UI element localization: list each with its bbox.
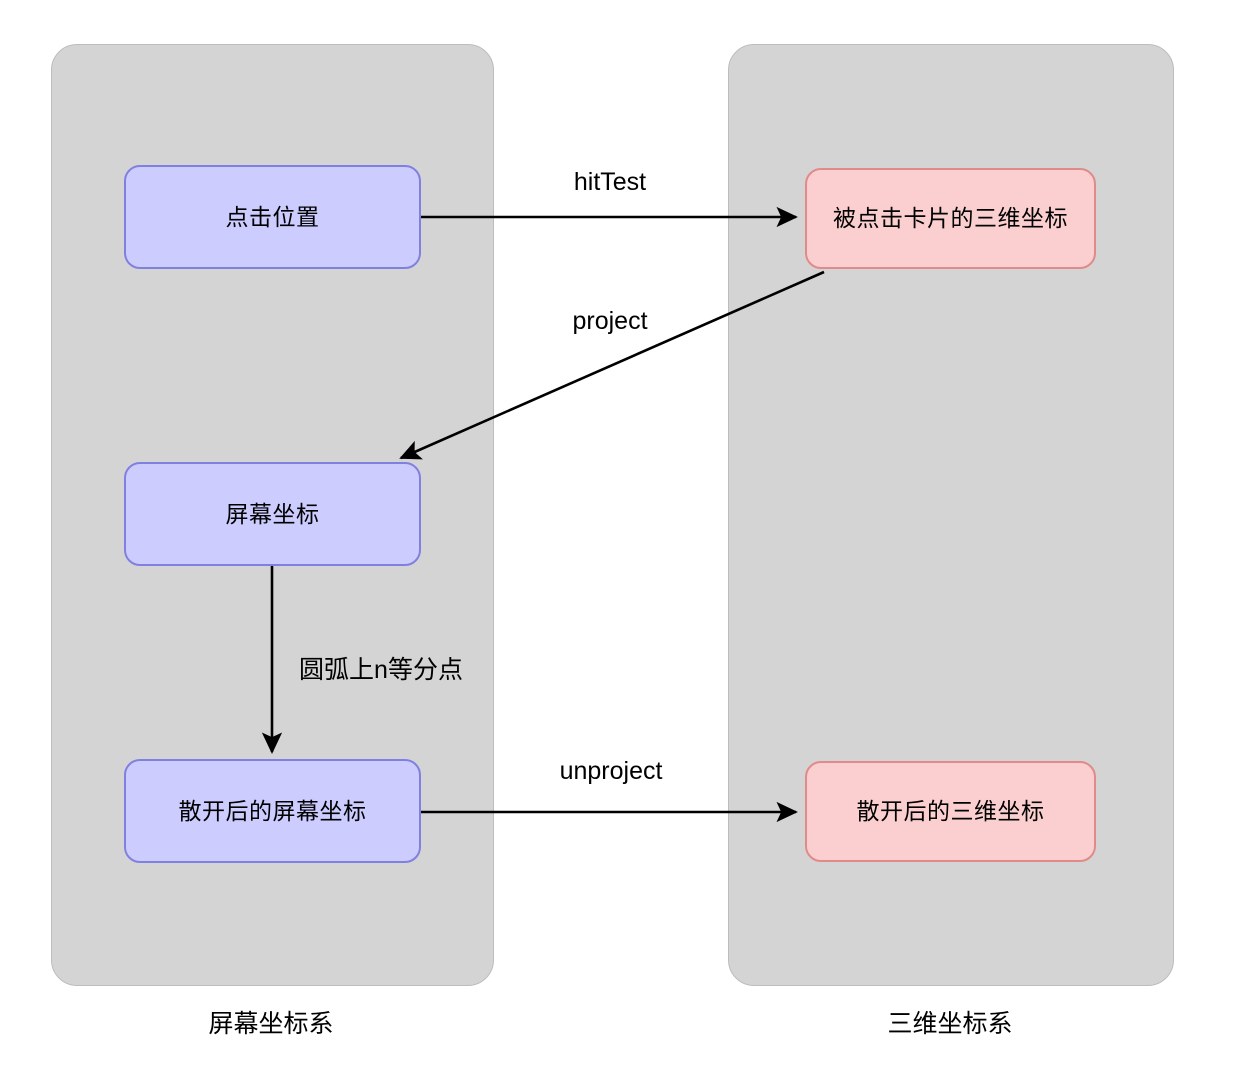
edge-label-hittest: hitTest xyxy=(573,168,647,196)
edge-label-arc-n-equal-points: 圆弧上n等分点 xyxy=(299,656,463,684)
node-spread-3d-coordinate[interactable]: 散开后的三维坐标 xyxy=(805,761,1096,862)
node-clicked-card-3d-coordinate[interactable]: 被点击卡片的三维坐标 xyxy=(805,168,1096,269)
edge-label-project: project xyxy=(572,307,648,335)
node-click-position[interactable]: 点击位置 xyxy=(124,165,421,269)
edge-label-unproject: unproject xyxy=(559,757,663,785)
caption-screen-coordinate-system: 屏幕坐标系 xyxy=(208,1010,334,1038)
caption-3d-coordinate-system: 三维坐标系 xyxy=(887,1010,1013,1038)
node-screen-coordinate[interactable]: 屏幕坐标 xyxy=(124,462,421,566)
node-spread-screen-coordinate[interactable]: 散开后的屏幕坐标 xyxy=(124,759,421,863)
